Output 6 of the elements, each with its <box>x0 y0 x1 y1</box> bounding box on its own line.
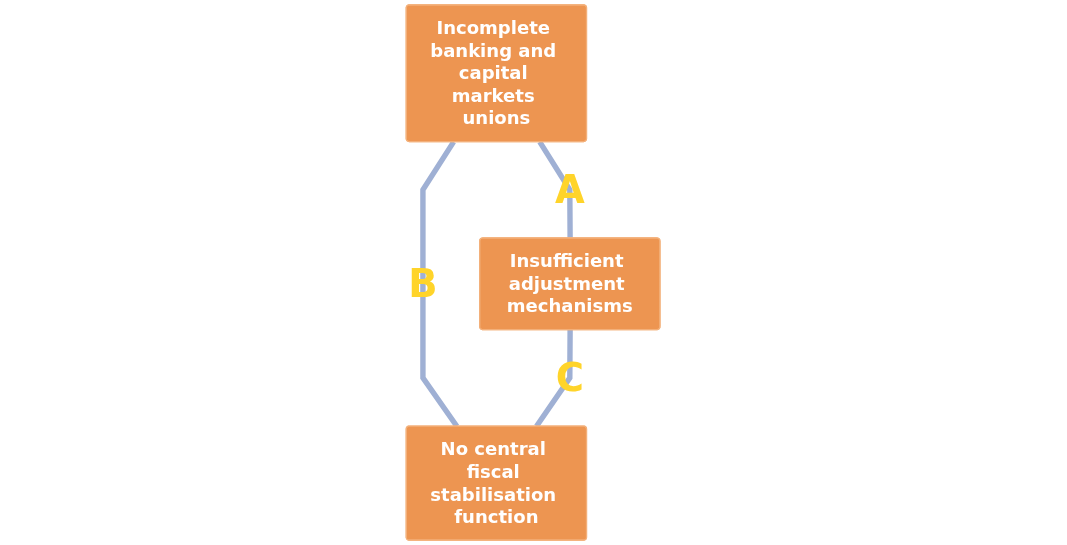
connector <box>534 329 574 428</box>
edge-label: A <box>555 167 586 212</box>
connector <box>420 140 460 428</box>
edge-label: B <box>408 261 438 306</box>
edge-label: C <box>556 355 585 400</box>
connector <box>537 140 574 239</box>
